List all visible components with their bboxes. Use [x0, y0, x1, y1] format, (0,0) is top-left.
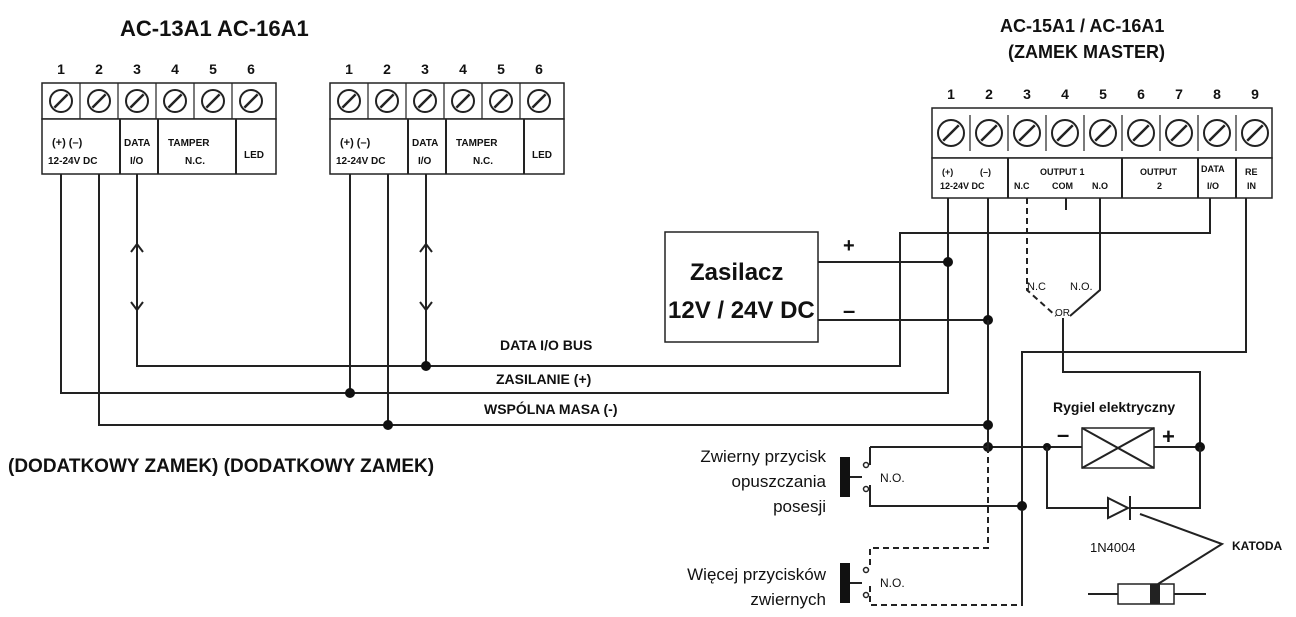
terminal-number: 2	[95, 61, 103, 77]
diode-label: 1N4004	[1090, 540, 1136, 555]
bus-wires	[60, 174, 1211, 430]
master-com: COM	[1052, 181, 1073, 191]
right-title-line2: (ZAMEK MASTER)	[1008, 42, 1165, 62]
psu-minus: –	[843, 298, 855, 323]
exit-buttons: N.O. N.O. Zwierny przycisk opuszczania p…	[687, 320, 1027, 609]
button1-line1: Zwierny przycisk	[700, 447, 826, 466]
electric-lock: Rygiel elektryczny – + 1N4004 KATODA	[983, 399, 1283, 605]
power-supply: Zasilacz 12V / 24V DC + –	[664, 231, 993, 343]
terminal-number: 6	[535, 61, 543, 77]
terminal-block-1: 1 2 3 4 5 6 (+) (–) 12-24V DC DATA I/O TAMPER…	[41, 61, 277, 175]
button2-line1: Więcej przycisków	[687, 565, 827, 584]
terminal-number: 4	[1061, 86, 1069, 102]
term2-dc: 12-24V DC	[336, 156, 385, 167]
terminal-number: 9	[1251, 86, 1259, 102]
output-selector: N.C N.O. OR	[1021, 198, 1247, 600]
terminal-number: 8	[1213, 86, 1221, 102]
bus-power-label: ZASILANIE (+)	[496, 371, 591, 387]
psu-plus: +	[843, 235, 855, 257]
master-output2-num: 2	[1157, 181, 1162, 191]
master-minus: (–)	[980, 167, 991, 177]
term1-data: DATA	[124, 138, 150, 149]
term1-nc: N.C.	[185, 156, 205, 167]
terminal-number: 4	[459, 61, 467, 77]
terminal-number: 1	[345, 61, 353, 77]
terminal-number: 5	[1099, 86, 1107, 102]
term2-data: DATA	[412, 138, 438, 149]
term1-io: I/O	[130, 156, 144, 167]
master-nc: N.C	[1014, 181, 1030, 191]
terminal-number: 3	[1023, 86, 1031, 102]
katoda-label: KATODA	[1232, 539, 1283, 553]
master-output1: OUTPUT 1	[1040, 167, 1085, 177]
lock-minus: –	[1057, 422, 1069, 447]
term2-led: LED	[532, 150, 552, 161]
master-dc: 12-24V DC	[940, 181, 985, 191]
sel-or: OR	[1055, 308, 1070, 319]
button1-icon	[840, 457, 850, 497]
terminal-number: 5	[497, 61, 505, 77]
button2-icon	[840, 563, 850, 603]
lock-label: Rygiel elektryczny	[1053, 399, 1175, 415]
button2-no: N.O.	[880, 576, 905, 590]
master-in: IN	[1247, 181, 1256, 191]
terminal-number: 4	[171, 61, 179, 77]
term2-nc: N.C.	[473, 156, 493, 167]
left-title: AC-13A1 AC-16A1	[120, 16, 309, 41]
term2-plusminus: (+) (–)	[340, 137, 371, 149]
bus-ground-label: WSPÓLNA MASA (-)	[484, 400, 618, 417]
psu-line1: Zasilacz	[690, 259, 783, 286]
sel-nc: N.C	[1027, 281, 1046, 293]
master-terminal-block: 1 2 3 4 5 6 7 8 9 (+) (–) 12-24V DC OUTPUT 1 N.C…	[931, 86, 1273, 199]
button2-line2: zwiernych	[750, 590, 826, 609]
master-re: RE	[1245, 167, 1258, 177]
extra-locks-label: (DODATKOWY ZAMEK) (DODATKOWY ZAMEK)	[8, 456, 434, 477]
term1-led: LED	[244, 150, 264, 161]
right-title-line1: AC-15A1 / AC-16A1	[1000, 16, 1164, 36]
master-plus: (+)	[942, 167, 953, 177]
master-data: DATA	[1201, 164, 1225, 174]
sel-no: N.O.	[1070, 281, 1093, 293]
terminal-number: 2	[383, 61, 391, 77]
term1-plusminus: (+) (–)	[52, 137, 83, 149]
button1-line3: posesji	[773, 497, 826, 516]
bus-data-label: DATA I/O BUS	[500, 337, 592, 353]
button1-no: N.O.	[880, 471, 905, 485]
terminal-number: 7	[1175, 86, 1183, 102]
lock-plus: +	[1162, 424, 1175, 449]
terminal-number: 6	[1137, 86, 1145, 102]
terminal-block-2: 1 2 3 4 5 6 (+) (–) 12-24V DC DATA I/O TAMPER…	[329, 61, 565, 175]
button1-line2: opuszczania	[731, 472, 826, 491]
terminal-number: 5	[209, 61, 217, 77]
term1-dc: 12-24V DC	[48, 156, 97, 167]
terminal-number: 1	[947, 86, 955, 102]
terminal-number: 2	[985, 86, 993, 102]
master-output2: OUTPUT	[1140, 167, 1178, 177]
psu-line2: 12V / 24V DC	[668, 297, 815, 324]
master-io: I/O	[1207, 181, 1219, 191]
terminal-number: 3	[421, 61, 429, 77]
terminal-number: 6	[247, 61, 255, 77]
terminal-number: 3	[133, 61, 141, 77]
term2-io: I/O	[418, 156, 432, 167]
term2-tamper: TAMPER	[456, 138, 498, 149]
term1-tamper: TAMPER	[168, 138, 210, 149]
master-no: N.O	[1092, 181, 1108, 191]
terminal-number: 1	[57, 61, 65, 77]
